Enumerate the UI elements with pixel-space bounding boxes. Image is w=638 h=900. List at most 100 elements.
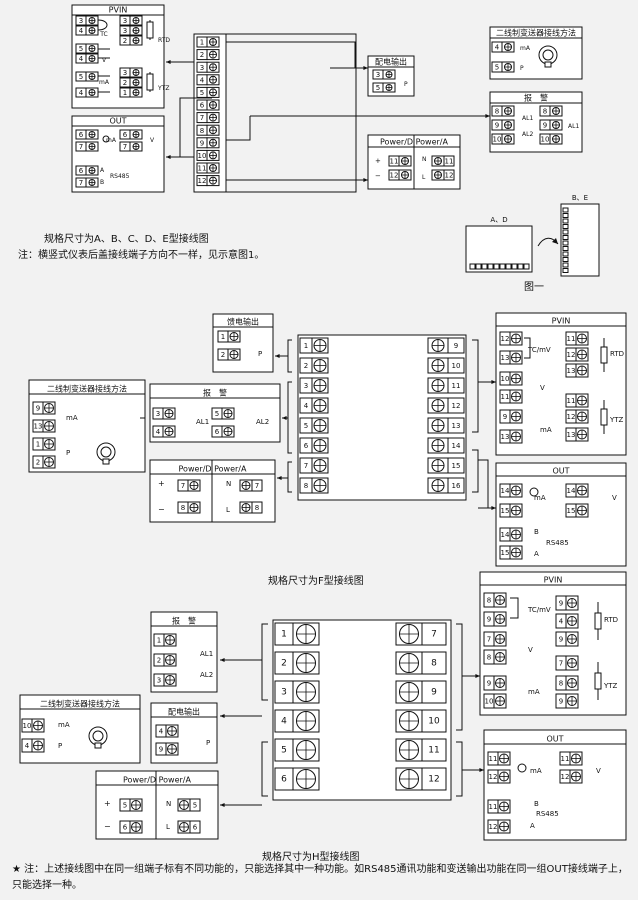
h-out-a: A bbox=[530, 822, 535, 830]
ae-pvin-l4-num: 5 bbox=[79, 73, 83, 81]
h-center-l2-num: 2 bbox=[281, 659, 287, 669]
h-peidian-title: 配电输出 bbox=[168, 707, 200, 717]
ae-center-t7-screwbox bbox=[206, 112, 220, 124]
h-erxian-tx-inner bbox=[92, 730, 104, 742]
h-arrow-peidian-head bbox=[220, 714, 225, 718]
h-pvin-ytz: YTZ bbox=[603, 682, 618, 690]
ae-alarm-l2-screwbox bbox=[501, 133, 515, 145]
ae-power-a0-numbox bbox=[443, 155, 455, 167]
f-feidian-t0-screwbox bbox=[227, 330, 241, 343]
h-power-a1-numbox bbox=[189, 820, 201, 834]
fig1-ad-pin1 bbox=[475, 263, 482, 270]
h-peidian-t0-screwbox bbox=[165, 724, 179, 738]
section-ae-caption: 规格尺寸为A、B、C、D、E型接线图 bbox=[44, 234, 209, 245]
f-out-v: V bbox=[612, 494, 617, 502]
ae-power-d0-num: 11 bbox=[390, 158, 399, 166]
ae-center-t4-screwbox bbox=[206, 74, 220, 86]
f-alarm-title: 报 警 bbox=[203, 388, 227, 398]
h-peidian-p: P bbox=[206, 739, 210, 747]
f-pvin-v: V bbox=[540, 384, 545, 392]
f-pvin-l1-num: 13 bbox=[501, 354, 510, 362]
f-pvin-r0-num: 11 bbox=[567, 335, 576, 343]
f-out-l2-num: 14 bbox=[501, 531, 510, 539]
h-out-r1-screwbox bbox=[569, 769, 583, 784]
h-pvin-l0-num: 8 bbox=[487, 597, 491, 605]
ae-power-l: L bbox=[422, 174, 426, 181]
fig1-be-pin10 bbox=[562, 262, 569, 268]
ae-alarm-l1-screwbox bbox=[501, 119, 515, 131]
f-center-l6-screwbox bbox=[311, 437, 329, 454]
h-pvin-r3-num: 7 bbox=[559, 660, 563, 668]
ae-center-t2-num: 2 bbox=[200, 51, 204, 59]
ae-erxian-p: P bbox=[520, 65, 524, 72]
f-bracket-power bbox=[287, 461, 292, 493]
f-center-r12-numbox bbox=[447, 397, 465, 414]
fig1-ad-pin7 bbox=[511, 263, 518, 270]
h-alarm-al2: AL2 bbox=[200, 671, 213, 679]
h-center-l5-num: 5 bbox=[281, 746, 287, 756]
ae-out-l0-screwbox bbox=[85, 129, 99, 140]
fig1-ad-pin5 bbox=[499, 263, 506, 270]
h-erxian-p: P bbox=[58, 742, 62, 750]
ae-out-l3-num: 7 bbox=[79, 179, 83, 187]
h-power-minus: − bbox=[104, 822, 111, 831]
ae-power-a0-num: 11 bbox=[445, 158, 454, 166]
h-center-l1-screwbox bbox=[292, 622, 320, 646]
ae-peidian-t0-num: 3 bbox=[376, 71, 380, 79]
ae-pvin-tc: TC bbox=[99, 31, 108, 38]
ae-peidian-p: P bbox=[404, 81, 408, 88]
f-center-l7-screwbox bbox=[311, 457, 329, 474]
h-center-l2-screwbox bbox=[292, 651, 320, 675]
fig1-ad-pin6 bbox=[505, 263, 512, 270]
f-alarm-t1-screwbox bbox=[162, 425, 176, 438]
ae-out-b: B bbox=[100, 179, 104, 186]
h-out-l1-screwbox bbox=[497, 769, 511, 784]
h-out-ma-sym bbox=[517, 763, 527, 773]
f-pvin-r2-screwbox bbox=[575, 363, 589, 378]
f-arrow-feidian-head bbox=[275, 354, 280, 358]
h-pvin-l1-num: 9 bbox=[487, 616, 491, 624]
f-pvin-l4-screwbox bbox=[509, 409, 523, 424]
f-power-minus: − bbox=[158, 505, 165, 514]
h-out-r0-num: 11 bbox=[561, 755, 570, 763]
f-tc-bracket bbox=[524, 337, 531, 359]
f-center-l1-screwbox bbox=[311, 337, 329, 354]
ae-alarm-r0-screwbox bbox=[549, 105, 563, 117]
f-bracket-feidian bbox=[287, 339, 292, 373]
f-power-title: Power/D Power/A bbox=[179, 465, 247, 474]
ae-pvin-r5-screwbox bbox=[129, 87, 143, 98]
ae-erxian-ma: mA bbox=[520, 45, 531, 52]
ae-peidian-t1-screwbox bbox=[382, 82, 396, 93]
f-out-r1-num: 15 bbox=[567, 507, 576, 515]
fig1-be-pin2 bbox=[562, 218, 569, 224]
ae-out-l0-num: 6 bbox=[79, 131, 84, 139]
ae-center-t5-screwbox bbox=[206, 86, 220, 98]
h-peidian-t0-num: 4 bbox=[159, 728, 164, 736]
f-erxian-tx-base bbox=[102, 458, 110, 465]
fig1-be-pin3 bbox=[562, 224, 569, 229]
fig1-be-pin11 bbox=[562, 268, 569, 273]
f-out-r0-num: 14 bbox=[567, 487, 576, 495]
ae-pvin-r2-screwbox bbox=[129, 35, 143, 46]
ae-pvin-l3-num: 4 bbox=[79, 55, 84, 63]
f-center-r11-num: 11 bbox=[452, 382, 461, 390]
ae-peidian-t1-num: 5 bbox=[376, 84, 380, 92]
fig1-be-pin5 bbox=[562, 235, 569, 240]
f-pvin-r0-screwbox bbox=[575, 331, 589, 346]
f-center-r16-num: 16 bbox=[452, 482, 461, 490]
f-center-l8-num: 8 bbox=[304, 482, 308, 490]
h-power-a0-num: 5 bbox=[193, 802, 197, 810]
ae-out-l1-num: 7 bbox=[79, 143, 83, 151]
f-center-l1-num: 1 bbox=[304, 342, 308, 350]
f-power-l: L bbox=[226, 506, 230, 514]
h-center-r12-numbox bbox=[421, 767, 447, 791]
f-center-l8-screwbox bbox=[311, 477, 329, 494]
f-center-l4-num: 4 bbox=[304, 402, 309, 410]
ae-out-l3-screwbox bbox=[85, 177, 99, 188]
f-out-ma-sym bbox=[529, 487, 539, 497]
ae-center-t4-num: 4 bbox=[200, 76, 205, 84]
f-out-r1-screwbox bbox=[575, 503, 589, 518]
h-pvin-l2-num: 7 bbox=[487, 636, 491, 644]
f-center-l2-screwbox bbox=[311, 357, 329, 374]
h-bracket-alarm bbox=[261, 623, 268, 701]
